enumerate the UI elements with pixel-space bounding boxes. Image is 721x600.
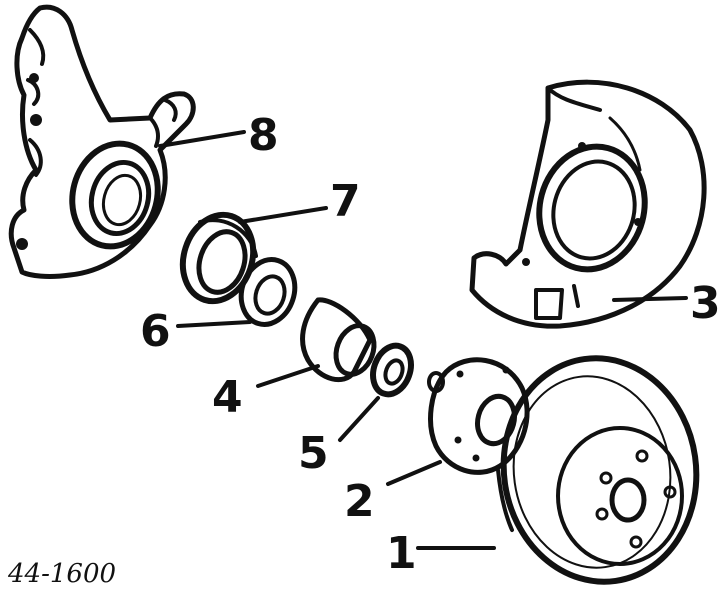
leader-lines (158, 130, 688, 550)
callout-5: 5 (298, 428, 329, 479)
leader-5 (338, 396, 380, 442)
callout-1: 1 (386, 528, 417, 579)
callout-4: 4 (212, 372, 243, 423)
leader-2 (386, 460, 442, 486)
brake-disc (496, 355, 700, 585)
callout-7: 7 (330, 176, 361, 227)
wheel-bearing (238, 257, 298, 327)
leader-4 (256, 364, 320, 388)
leader-7 (238, 206, 328, 224)
leader-6 (176, 320, 252, 328)
spacer-sleeve (300, 297, 377, 383)
leader-8 (158, 130, 246, 148)
leader-3 (612, 296, 688, 302)
callout-8: 8 (248, 110, 279, 161)
reference-code: 44-1600 (7, 559, 116, 589)
callout-2: 2 (344, 476, 375, 527)
steering-knuckle (8, 4, 196, 279)
callout-6: 6 (140, 306, 171, 357)
inner-sleeve (370, 342, 414, 398)
callout-3: 3 (690, 278, 721, 329)
dust-shield (469, 79, 707, 329)
